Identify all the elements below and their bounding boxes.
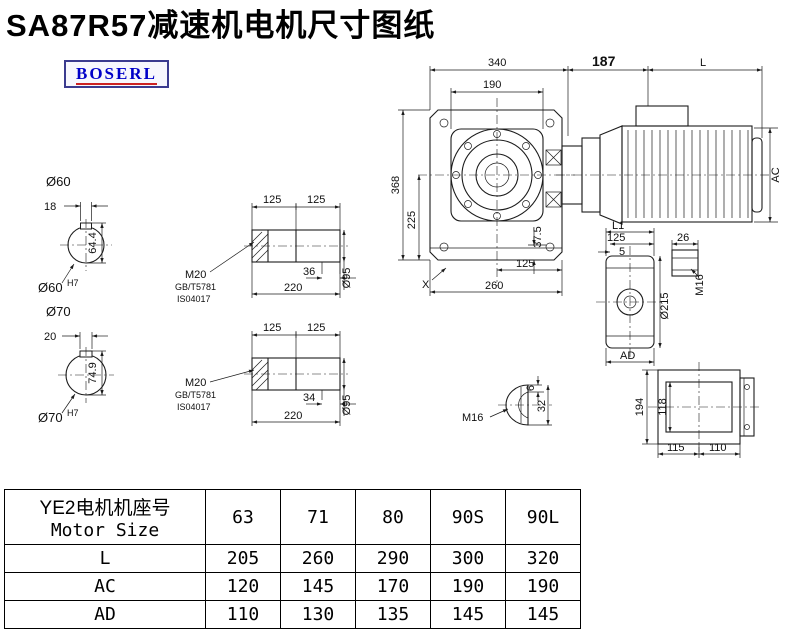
value-L-80: 290 bbox=[355, 544, 431, 573]
dim-644-label: 64.4 bbox=[87, 232, 99, 253]
dim-125-side-label: 125 bbox=[607, 232, 625, 244]
dim-AC-label: AC bbox=[770, 167, 782, 182]
dim-dia95-top: Ø95 bbox=[341, 268, 353, 289]
dim-368-label: 368 bbox=[390, 176, 402, 194]
value-AC-90S: 190 bbox=[430, 572, 506, 601]
size-col-90L: 90L bbox=[505, 489, 581, 545]
bore-70-tolerance: H7 bbox=[67, 408, 79, 418]
dim-dia95-bottom: Ø95 bbox=[341, 395, 353, 416]
plug-detail-view: M16 6 32 bbox=[462, 376, 552, 426]
gearbox-side-view: L1 125 5 Ø215 26 M16 AD bbox=[596, 220, 706, 366]
dim-225-label: 225 bbox=[406, 211, 418, 229]
shaft-end-view-70: 20 Ø70 74.9 Ø70 H7 bbox=[38, 304, 114, 425]
std-iso4017-top: IS04017 bbox=[177, 294, 211, 304]
boserl-logo: BOSERL bbox=[64, 60, 169, 88]
input-shaft-view-top: 125 125 36 220 Ø95 M20 GB/T5781 IS04017 bbox=[175, 194, 356, 304]
dim-dia60-label: Ø60 bbox=[46, 174, 71, 189]
dim-110-label: 110 bbox=[709, 442, 727, 454]
bore-70-label: Ø70 bbox=[38, 410, 63, 425]
table-row-AC: AC 120 145 170 190 190 bbox=[4, 572, 581, 601]
value-L-63: 205 bbox=[205, 544, 281, 573]
page-title: SA87R57减速机电机尺寸图纸 bbox=[6, 8, 436, 43]
size-col-71: 71 bbox=[280, 489, 356, 545]
thread-m20-bottom: M20 bbox=[185, 377, 206, 389]
dim-dia215-label: Ø215 bbox=[659, 293, 671, 320]
value-AC-63: 120 bbox=[205, 572, 281, 601]
value-L-90S: 300 bbox=[430, 544, 506, 573]
value-AC-71: 145 bbox=[280, 572, 356, 601]
dim-190-label: 190 bbox=[483, 79, 501, 91]
motor-size-table: YE2电机机座号 Motor Size 63 71 80 90S 90L L 2… bbox=[4, 489, 581, 629]
motor-size-header-cn: YE2电机机座号 bbox=[39, 498, 171, 519]
dimension-drawing: 18 Ø60 64.4 Ø60 H7 20 Ø70 74.9 bbox=[38, 53, 782, 458]
std-gbt5781-bottom: GB/T5781 bbox=[175, 390, 216, 400]
row-label-AC: AC bbox=[4, 572, 206, 601]
shaft-end-view-60: 18 Ø60 64.4 Ø60 H7 bbox=[38, 174, 112, 295]
dim-dia70-label: Ø70 bbox=[46, 304, 71, 319]
dim-26-label: 26 bbox=[677, 232, 689, 244]
value-L-90L: 320 bbox=[505, 544, 581, 573]
value-AD-90S: 145 bbox=[430, 600, 506, 629]
input-shaft-view-bottom: 125 125 34 220 Ø95 M20 GB/T5781 IS04017 bbox=[175, 322, 356, 426]
size-col-90S: 90S bbox=[430, 489, 506, 545]
dim-125a-bottom: 125 bbox=[263, 322, 281, 334]
dim-125-base-label: 125 bbox=[516, 258, 534, 270]
value-AD-80: 135 bbox=[355, 600, 431, 629]
value-AC-90L: 190 bbox=[505, 572, 581, 601]
dim-6-label: 6 bbox=[525, 385, 537, 391]
dim-125a-top: 125 bbox=[263, 194, 281, 206]
table-row-AD: AD 110 130 135 145 145 bbox=[4, 600, 581, 629]
size-col-63: 63 bbox=[205, 489, 281, 545]
thread-m16-side-label: M16 bbox=[694, 274, 706, 295]
value-AD-90L: 145 bbox=[505, 600, 581, 629]
gearbox-top-view: 194 118 115 110 bbox=[634, 362, 760, 458]
dim-749-label: 74.9 bbox=[87, 362, 99, 383]
boserl-logo-text: BOSERL bbox=[76, 64, 157, 85]
table-header-motor-size: YE2电机机座号 Motor Size bbox=[4, 489, 206, 545]
dim-keyway18-label: 18 bbox=[44, 201, 56, 213]
dim-260-label: 260 bbox=[485, 280, 503, 292]
dim-AD-label: AD bbox=[620, 350, 635, 362]
row-label-L: L bbox=[4, 544, 206, 573]
value-AD-71: 130 bbox=[280, 600, 356, 629]
row-label-AD: AD bbox=[4, 600, 206, 629]
table-row-L: L 205 260 290 300 320 bbox=[4, 544, 581, 573]
dim-L1-label: L1 bbox=[612, 220, 624, 232]
dim-36-label: 36 bbox=[303, 266, 315, 278]
dim-34-label: 34 bbox=[303, 392, 315, 404]
bore-60-tolerance: H7 bbox=[67, 278, 79, 288]
motor-size-header-en: Motor Size bbox=[50, 520, 160, 541]
gearbox-front-view: X 368 225 37.5 125 260 340 bbox=[390, 57, 575, 296]
size-col-80: 80 bbox=[355, 489, 431, 545]
dim-115-label: 115 bbox=[667, 442, 685, 454]
dim-125b-bottom: 125 bbox=[307, 322, 325, 334]
x-marker-label: X bbox=[422, 279, 430, 291]
dim-187-label: 187 bbox=[592, 53, 616, 69]
value-AD-63: 110 bbox=[205, 600, 281, 629]
dim-keyway20-label: 20 bbox=[44, 331, 56, 343]
std-gbt5781-top: GB/T5781 bbox=[175, 282, 216, 292]
dim-5-label: 5 bbox=[619, 246, 625, 258]
thread-m20-top: M20 bbox=[185, 269, 206, 281]
std-iso4017-bottom: IS04017 bbox=[177, 402, 211, 412]
dim-375-label: 37.5 bbox=[532, 226, 544, 247]
value-AC-80: 170 bbox=[355, 572, 431, 601]
dim-220-bottom: 220 bbox=[284, 410, 302, 422]
dim-220-top: 220 bbox=[284, 282, 302, 294]
dim-194-label: 194 bbox=[634, 398, 646, 416]
dim-32-label: 32 bbox=[536, 400, 548, 412]
table-header-row: YE2电机机座号 Motor Size 63 71 80 90S 90L bbox=[4, 489, 581, 545]
dim-340-label: 340 bbox=[488, 57, 506, 69]
thread-m16-plug-label: M16 bbox=[462, 412, 483, 424]
bore-60-label: Ø60 bbox=[38, 280, 63, 295]
dim-125b-top: 125 bbox=[307, 194, 325, 206]
motor-side-view: 187 L AC bbox=[556, 53, 782, 225]
dim-118-label: 118 bbox=[657, 398, 669, 416]
value-L-71: 260 bbox=[280, 544, 356, 573]
dim-L-label: L bbox=[700, 57, 706, 69]
